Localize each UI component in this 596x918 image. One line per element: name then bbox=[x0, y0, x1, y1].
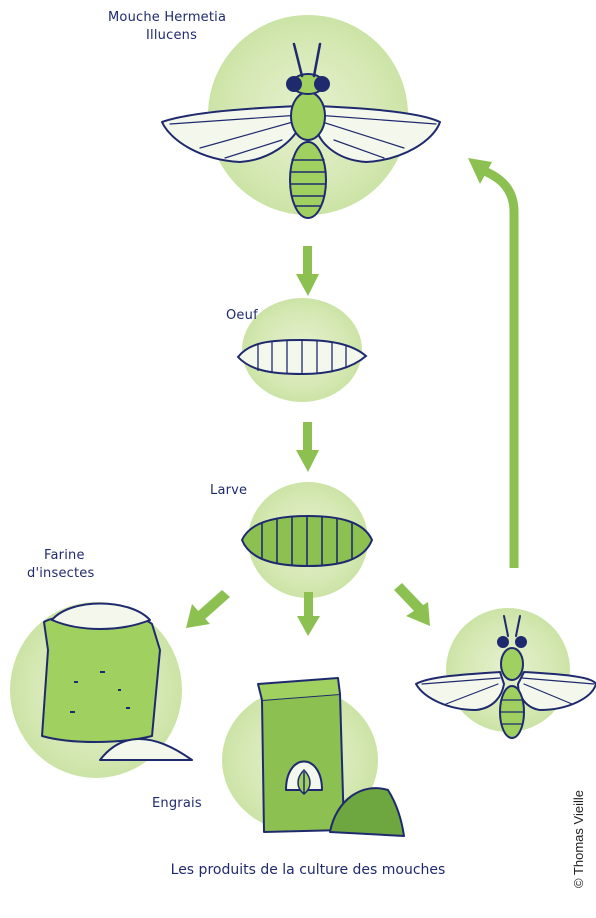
adult-fly-illustration bbox=[162, 44, 440, 218]
arrow-larva-to-fertilizer bbox=[297, 592, 320, 636]
arrow-egg-to-larva bbox=[296, 422, 319, 472]
photo-credit: © Thomas Vieille bbox=[571, 790, 586, 888]
fertilizer-bag-illustration bbox=[258, 678, 404, 836]
larva-label: Larve bbox=[210, 483, 247, 499]
arrow-larva-to-fly bbox=[394, 583, 430, 626]
flour-label-line2: d'insectes bbox=[27, 566, 94, 582]
flour-label-line1: Farine bbox=[44, 548, 85, 564]
egg-label: Oeuf bbox=[226, 308, 258, 324]
arrow-fly-to-egg bbox=[296, 246, 319, 296]
fertilizer-label: Engrais bbox=[152, 796, 202, 812]
arrow-return-to-fly bbox=[468, 158, 514, 568]
fly-title-line2: Illucens bbox=[146, 28, 197, 44]
larva-illustration bbox=[242, 516, 372, 566]
fly-title-line1: Mouche Hermetia bbox=[108, 10, 226, 26]
arrow-larva-to-flour bbox=[186, 590, 230, 628]
caption: Les produits de la culture des mouches bbox=[0, 862, 596, 878]
